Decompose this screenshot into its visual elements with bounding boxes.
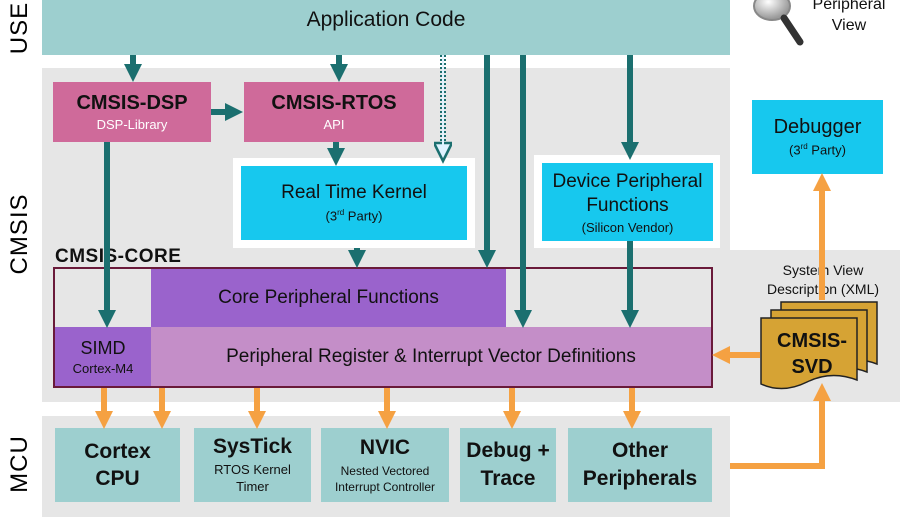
debugger-sub-post: Party) — [807, 142, 846, 158]
cortex-cpu-block: Cortex CPU — [55, 428, 180, 502]
cmsis-rtos-title: CMSIS-RTOS — [271, 92, 397, 114]
systick-subtitle: RTOS Kernel Timer — [214, 462, 291, 494]
other-peripherals-title: Other Peripherals — [582, 439, 698, 490]
nvic-subtitle: Nested Vectored Interrupt Controller — [334, 463, 436, 494]
cmsis-svd-document-stack — [760, 301, 878, 390]
cmsis-dsp-subtitle: DSP-Library — [96, 117, 168, 132]
simd-block: SIMD Cortex-M4 — [55, 327, 151, 386]
peripheral-register-label: Peripheral Register & Interrupt Vector D… — [226, 345, 636, 367]
cmsis-dsp-block: CMSIS-DSP DSP-Library — [53, 82, 211, 142]
cmsis-core-label: CMSIS-CORE — [55, 246, 182, 267]
systick-block: SysTick RTOS Kernel Timer — [194, 428, 311, 502]
device-peripheral-block: Device Peripheral Functions (Silicon Ven… — [542, 163, 713, 241]
debug-trace-block: Debug + Trace — [460, 428, 556, 502]
peripheral-register-block: Peripheral Register & Interrupt Vector D… — [151, 327, 711, 386]
debugger-subtitle: (3rd Party) — [789, 142, 846, 157]
simd-title: SIMD — [80, 337, 126, 358]
cmsis-rtos-block: CMSIS-RTOS API — [244, 82, 424, 142]
real-time-kernel-subtitle: (3rd Party) — [326, 208, 383, 223]
real-time-kernel-block: Real Time Kernel (3rd Party) — [241, 166, 467, 240]
cmsis-dsp-title: CMSIS-DSP — [76, 92, 188, 114]
peripheral-view-label: Peripheral View — [812, 0, 886, 34]
debugger-block: Debugger (3rd Party) — [752, 100, 883, 174]
debug-trace-title: Debug + Trace — [466, 439, 550, 490]
application-code-block: Application Code — [42, 0, 730, 40]
simd-subtitle: Cortex-M4 — [72, 360, 134, 376]
rtk-sub-post: Party) — [344, 208, 383, 224]
debugger-sub-sup: rd — [800, 142, 808, 152]
device-peripheral-subtitle: (Silicon Vendor) — [581, 219, 674, 235]
rtk-sub-sup: rd — [337, 208, 345, 218]
application-code-label: Application Code — [306, 8, 466, 31]
rtk-sub-pre: (3 — [325, 208, 338, 224]
use-layer-band — [42, 0, 730, 55]
nvic-title: NVIC — [359, 435, 411, 459]
cmsis-rtos-subtitle: API — [323, 117, 345, 132]
core-peripheral-functions-block: Core Peripheral Functions — [151, 269, 506, 327]
device-peripheral-title: Device Peripheral Functions — [552, 170, 703, 216]
core-peripheral-functions-label: Core Peripheral Functions — [218, 287, 439, 308]
debugger-title: Debugger — [773, 116, 862, 139]
arrow-other-to-svd — [730, 383, 831, 469]
debugger-sub-pre: (3 — [789, 142, 801, 158]
cortex-cpu-title: Cortex CPU — [84, 440, 151, 490]
real-time-kernel-title: Real Time Kernel — [281, 182, 427, 204]
systick-title: SysTick — [212, 435, 292, 458]
cmsis-svd-title: CMSIS-SVD — [777, 330, 847, 378]
magnifier-icon — [753, 0, 804, 46]
other-peripherals-block: Other Peripherals — [568, 428, 712, 502]
nvic-block: NVIC Nested Vectored Interrupt Controlle… — [321, 428, 449, 502]
